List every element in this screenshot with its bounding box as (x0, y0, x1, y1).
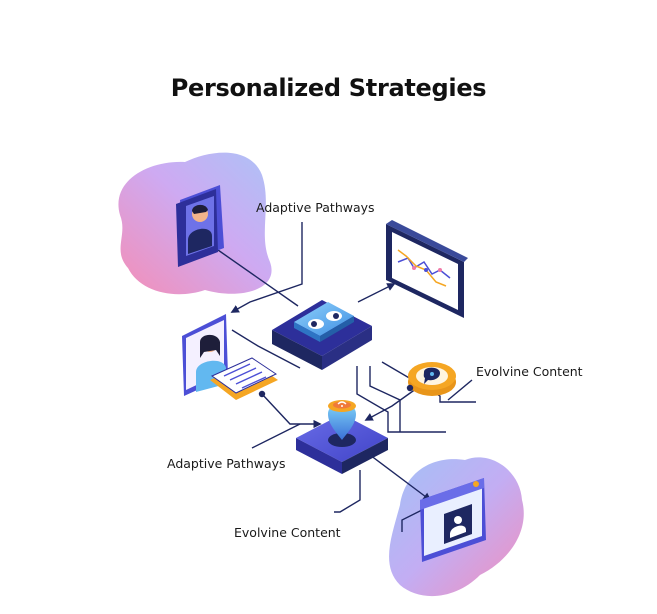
page-title: Personalized Strategies (170, 74, 487, 102)
profile-window-icon (420, 478, 486, 562)
student-with-document-icon (182, 314, 278, 400)
label-adaptive-pathways-bottom: Adaptive Pathways (167, 456, 286, 471)
lightbulb-platform (296, 400, 388, 474)
label-adaptive-pathways-top: Adaptive Pathways (256, 200, 375, 215)
label-evolvine-content-bottom: Evolvine Content (234, 525, 341, 540)
label-evolvine-content-right: Evolvine Content (476, 364, 583, 379)
central-hub (272, 300, 372, 370)
user-avatar-icon (176, 185, 224, 267)
line-chart-screen-icon (386, 220, 468, 318)
lightbulb-icon (328, 400, 356, 440)
toggle-hub-icon (294, 302, 354, 342)
connector-lines (217, 222, 476, 532)
chat-connector-dot (406, 384, 414, 392)
chat-bubble-icon (408, 362, 456, 396)
student-connector-dot (258, 390, 266, 398)
